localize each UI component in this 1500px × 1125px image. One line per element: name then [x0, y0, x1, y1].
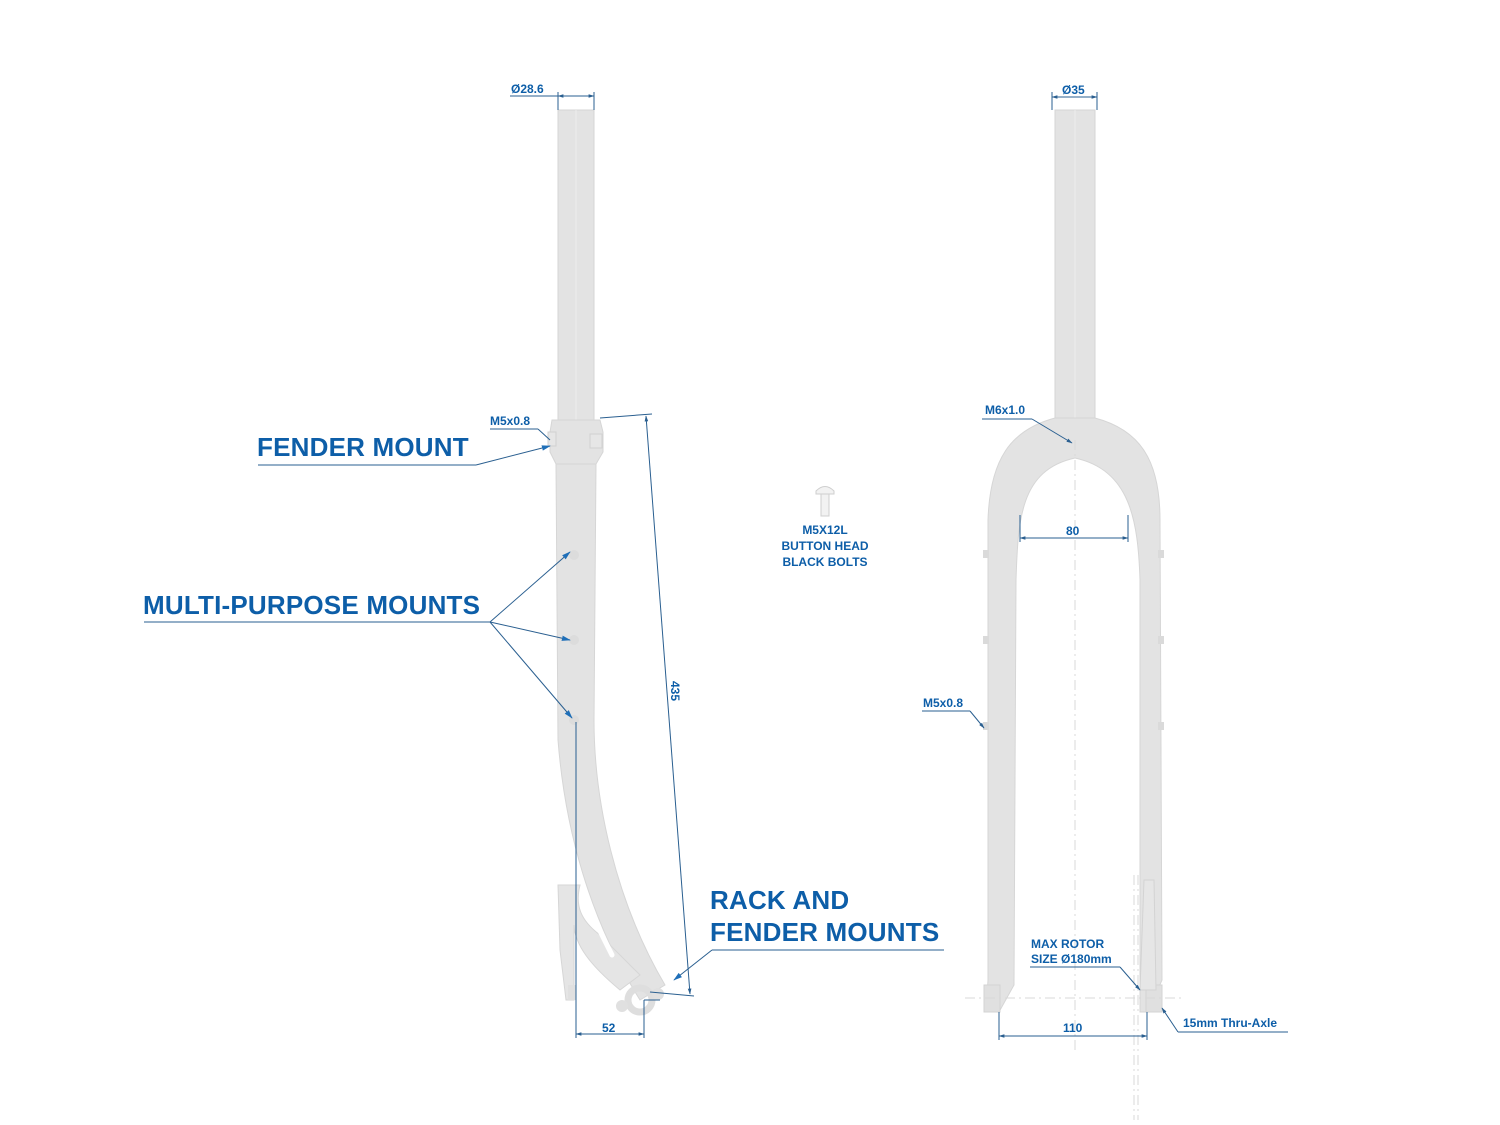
front-steerer-diameter: Ø35 [1062, 83, 1085, 97]
side-view-fork [547, 109, 666, 1016]
side-dimensions [510, 92, 695, 1038]
front-centerlines [965, 440, 1185, 1120]
tire-clearance-dimension: 80 [1066, 524, 1080, 538]
crown-thread-label: M6x1.0 [985, 403, 1026, 417]
bolt-spec-line1: M5X12L [802, 523, 848, 537]
rack-fender-label-line1: RACK AND [710, 885, 850, 915]
offset-dimension: 52 [602, 1021, 616, 1035]
side-fender-thread-label: M5x0.8 [490, 414, 531, 428]
side-steerer-diameter: Ø28.6 [511, 82, 544, 96]
button-head-bolt-icon [815, 486, 835, 517]
bolt-spec-line3: BLACK BOLTS [782, 555, 868, 569]
fender-mount-label: FENDER MOUNT [257, 432, 469, 462]
max-rotor-line2: SIZE Ø180mm [1031, 952, 1112, 966]
side-rack-boss [557, 884, 641, 1001]
max-rotor-line1: MAX ROTOR [1031, 937, 1105, 951]
bolt-spec-line2: BUTTON HEAD [781, 539, 869, 553]
front-crown-arch [985, 417, 1163, 1013]
side-leaders [144, 428, 944, 981]
hub-spacing-dimension: 110 [1063, 1021, 1083, 1035]
leg-mount-thread-label: M5x0.8 [923, 696, 964, 710]
thru-axle-label: 15mm Thru-Axle [1183, 1016, 1278, 1030]
front-dimensions [998, 92, 1148, 1040]
multi-purpose-mounts-label: MULTI-PURPOSE MOUNTS [143, 590, 481, 620]
axle-to-crown-dimension: 435 [668, 680, 683, 702]
front-view-fork [983, 109, 1164, 1013]
front-leaders [922, 418, 1288, 1033]
rack-fender-label-line2: FENDER MOUNTS [710, 917, 940, 947]
